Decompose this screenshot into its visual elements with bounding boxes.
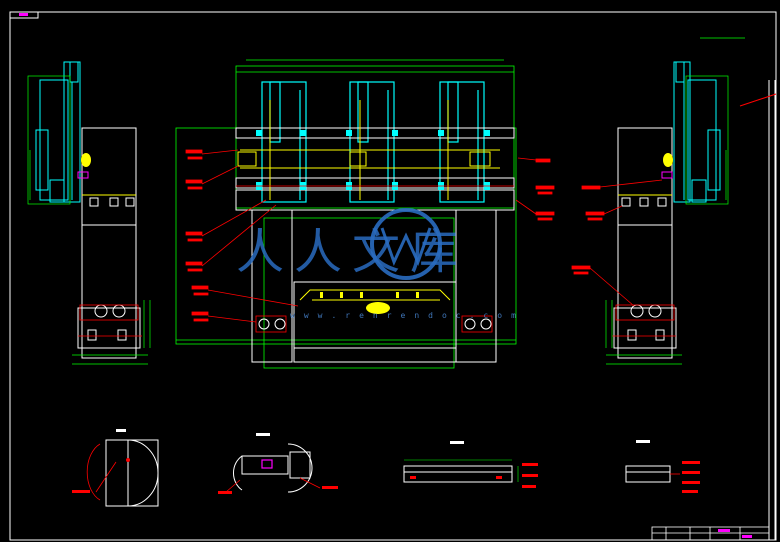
right-side-view (605, 61, 729, 365)
watermark-brand: 人人文库 (236, 224, 468, 280)
layer-tag (19, 13, 28, 16)
renrendoc-logo-icon (370, 208, 442, 280)
front-view (175, 59, 517, 369)
left-side-view (27, 61, 151, 365)
detail-view-1 (72, 429, 159, 507)
title-block (651, 526, 770, 541)
detail-view-3 (403, 441, 538, 488)
title-block-mark (718, 529, 730, 532)
detail-view-2 (218, 433, 338, 494)
detail-view-4 (625, 440, 700, 493)
title-block-mark (742, 535, 752, 538)
callout-tags (185, 149, 663, 323)
watermark-url: www.renrendoc.com (290, 311, 525, 320)
drawing-frame (9, 11, 777, 541)
leader-line (739, 93, 777, 107)
